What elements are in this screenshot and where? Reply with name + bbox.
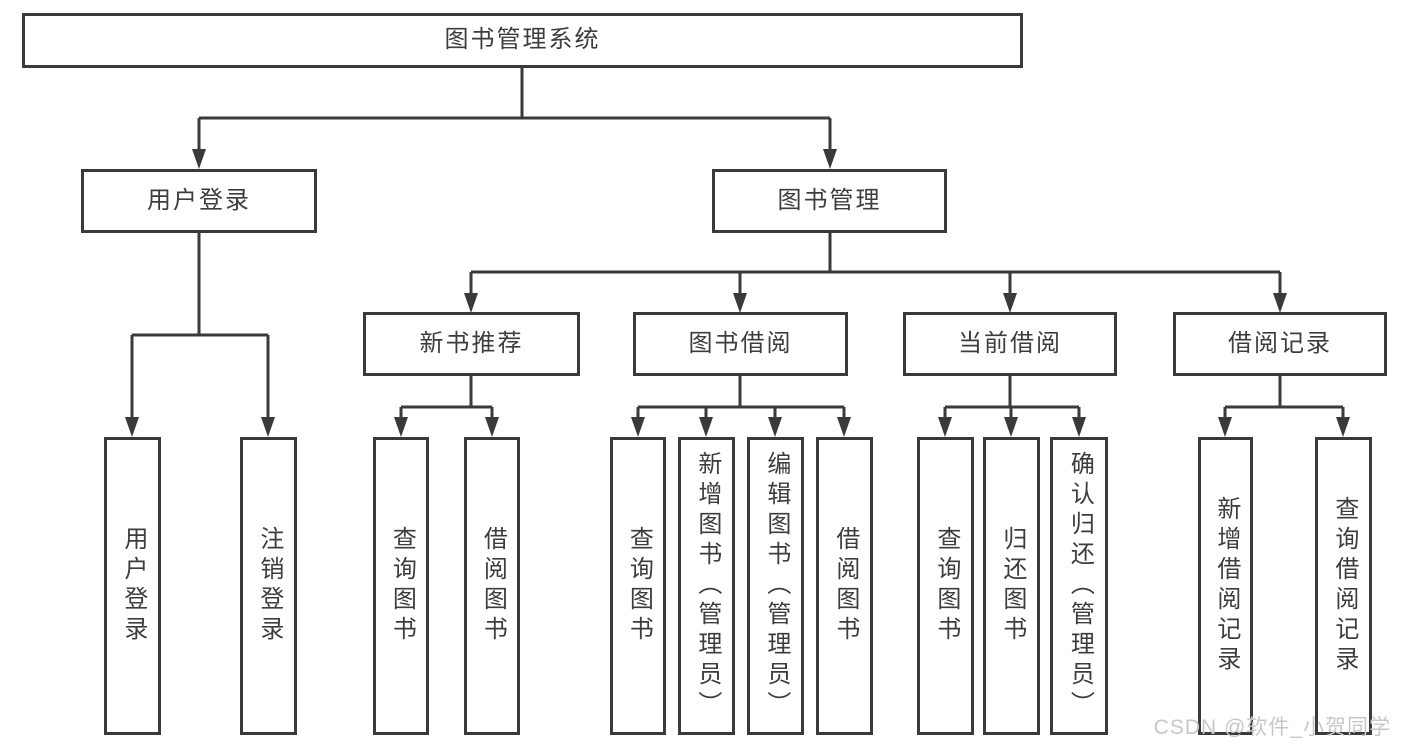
node-label: 借阅记录 [1228,329,1332,357]
node-label: 编辑图书（管理员） [762,451,790,721]
node-label: 确认归还（管理员） [1066,451,1094,721]
node-book-borrowing: 图书借阅 [633,312,848,376]
connector-new-book-recommendation-to-children [399,376,494,421]
node-new-book-recommendation: 新书推荐 [363,312,580,376]
node-label: 图书借阅 [688,329,793,357]
node-label: 图书管理 [777,186,882,214]
arrowhead-icon [464,293,478,313]
connector-book-borrowing-to-children [636,376,846,421]
arrowhead-icon [261,417,275,437]
arrowhead-icon [631,417,645,437]
node-label: 用户登录 [147,186,251,214]
arrowhead-icon [394,417,408,437]
arrowhead-icon [837,417,851,437]
arrowhead-icon [125,417,139,437]
node-leaf-borrow-books-recommend: 借阅图书 [464,437,520,735]
node-leaf-search-books-current: 查询图书 [917,437,974,735]
node-leaf-confirm-return-admin: 确认归还（管理员） [1050,437,1108,735]
node-leaf-edit-book-admin: 编辑图书（管理员） [747,437,804,735]
arrowhead-icon [699,417,713,437]
node-label: 查询借阅记录 [1330,496,1358,676]
node-label: 用户登录 [119,526,147,646]
node-leaf-return-books: 归还图书 [983,437,1040,735]
arrowheads [125,149,1350,437]
node-user-login: 用户登录 [81,169,317,233]
node-borrowing-records: 借阅记录 [1173,312,1387,376]
arrowhead-icon [485,417,499,437]
node-label: 归还图书 [998,526,1026,646]
connector-book-management-to-level3 [469,233,1282,297]
node-label: 新书推荐 [419,329,524,357]
node-label: 新增借阅记录 [1212,496,1240,676]
arrowhead-icon [823,149,837,169]
arrowhead-icon [938,417,952,437]
node-leaf-user-login: 用户登录 [104,437,161,735]
node-leaf-search-borrow-record: 查询借阅记录 [1315,437,1372,735]
node-label: 借阅图书 [479,526,507,646]
node-label: 借阅图书 [831,526,859,646]
arrowhead-icon [768,417,782,437]
arrowhead-icon [1004,417,1018,437]
node-label: 查询图书 [625,526,653,646]
connector-user-login-to-children [130,233,270,421]
node-label: 当前借阅 [958,329,1062,357]
node-leaf-logout: 注销登录 [240,437,297,735]
arrowhead-icon [733,293,747,313]
node-label: 查询图书 [388,526,416,646]
node-leaf-search-books-recommend: 查询图书 [373,437,429,735]
node-leaf-borrow-books: 借阅图书 [816,437,873,735]
node-leaf-add-book-admin: 新增图书（管理员） [678,437,735,735]
arrowhead-icon [1003,293,1017,313]
node-label: 查询图书 [932,526,960,646]
connector-current-borrowing-to-children [943,376,1081,421]
node-library-management-system: 图书管理系统 [22,13,1023,68]
node-label: 新增图书（管理员） [693,451,721,721]
node-book-management: 图书管理 [712,169,947,233]
connector-borrowing-records-to-children [1223,376,1345,421]
arrowhead-icon [1273,293,1287,313]
arrowhead-icon [1072,417,1086,437]
arrowhead-icon [1336,417,1350,437]
connector-root-to-level2 [197,68,832,153]
node-leaf-search-books-borrowing: 查询图书 [610,437,666,735]
node-label: 注销登录 [255,526,283,646]
watermark: CSDN @软件_小贺同学 [1153,716,1391,739]
node-label: 图书管理系统 [444,26,601,54]
node-leaf-add-borrow-record: 新增借阅记录 [1198,437,1253,735]
arrowhead-icon [192,149,206,169]
arrowhead-icon [1218,417,1232,437]
node-current-borrowing: 当前借阅 [903,312,1117,376]
